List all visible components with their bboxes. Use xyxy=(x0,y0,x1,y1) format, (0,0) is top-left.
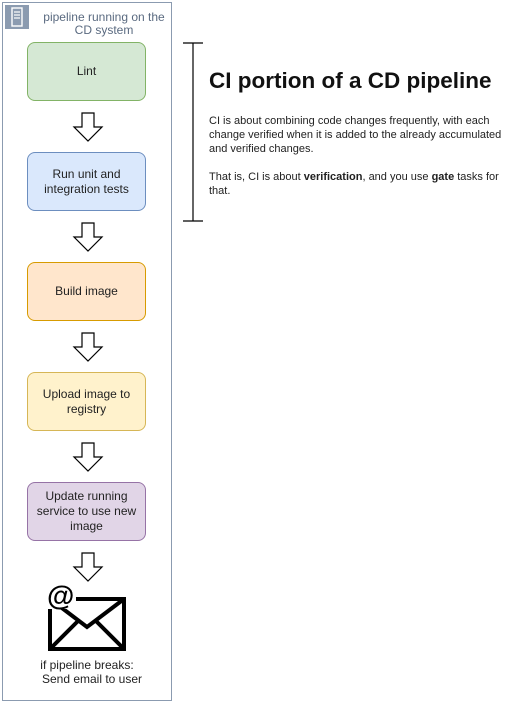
down-arrow-icon xyxy=(72,222,104,252)
description-paragraph: CI is about combining code changes frequ… xyxy=(209,115,502,155)
email-icon: @ xyxy=(46,581,126,651)
pipeline-container: pipeline running on the CD system xyxy=(2,2,172,701)
down-arrow-icon xyxy=(72,442,104,472)
verification-paragraph: That is, CI is about verification, and y… xyxy=(209,171,499,197)
down-arrow-icon xyxy=(72,332,104,362)
step-run-tests: Run unit and integration tests xyxy=(27,152,146,211)
section-heading: CI portion of a CD pipeline xyxy=(209,68,492,93)
down-arrow-icon xyxy=(72,552,104,582)
email-note: if pipeline breaks: Send email to user xyxy=(2,658,172,686)
down-arrow-icon xyxy=(72,112,104,142)
container-title: pipeline running on the CD system xyxy=(43,10,165,37)
step-update-service: Update running service to use new image xyxy=(27,482,146,541)
server-icon xyxy=(5,5,29,29)
svg-text:@: @ xyxy=(47,581,74,611)
step-build-image: Build image xyxy=(27,262,146,321)
email-note-condition: if pipeline breaks: xyxy=(40,658,134,672)
section-bracket xyxy=(183,42,203,222)
step-lint: Lint xyxy=(27,42,146,101)
step-upload-image: Upload image to registry xyxy=(27,372,146,431)
email-note-action: Send email to user xyxy=(41,672,143,686)
